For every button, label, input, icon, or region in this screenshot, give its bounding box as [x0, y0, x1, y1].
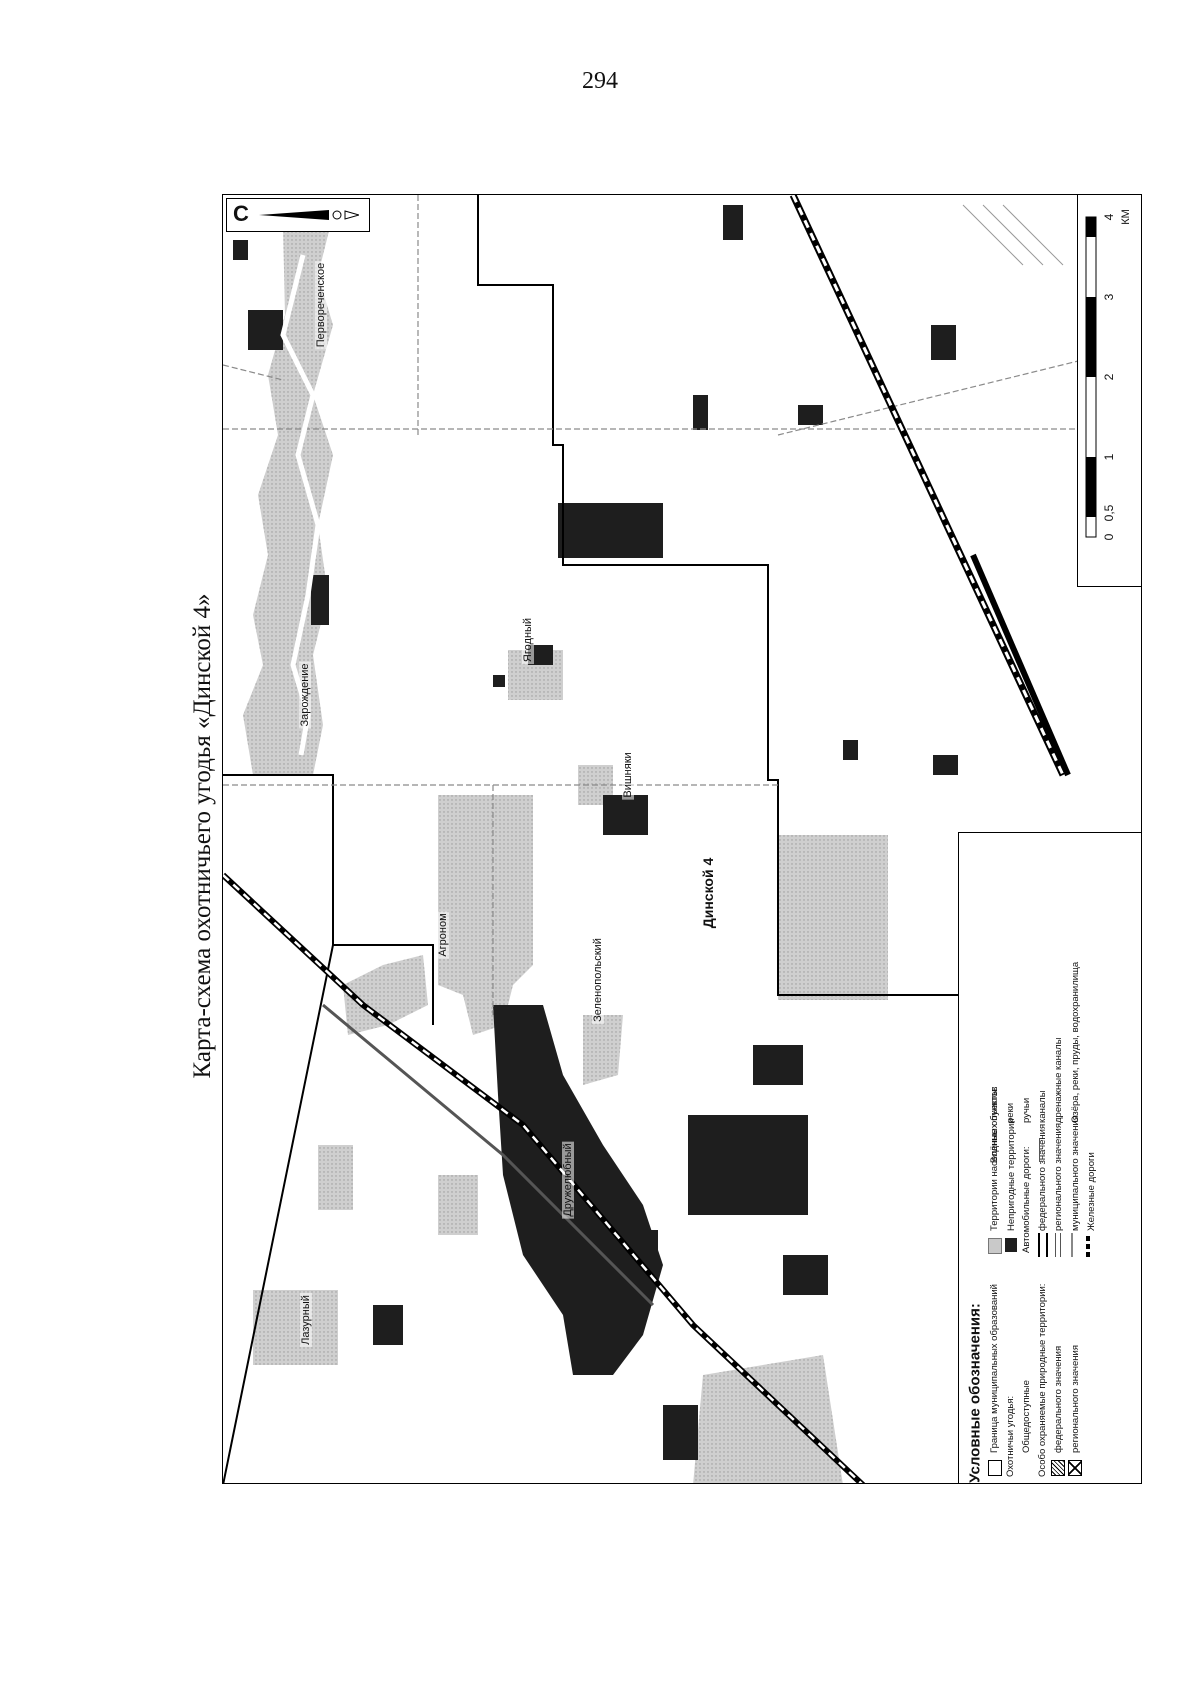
municipal-roads — [223, 195, 1141, 1015]
municipal-road-symbol — [1071, 1233, 1073, 1257]
scale-tick: 1 — [1102, 453, 1116, 461]
legend-item: ручьи — [1021, 1097, 1032, 1123]
scale-bar-graphic — [1085, 216, 1097, 538]
scale-unit: КМ — [1120, 209, 1132, 225]
railway-symbol — [1086, 1233, 1090, 1257]
settlement-territories — [243, 215, 888, 1483]
settlement-label: Вишняки — [622, 750, 634, 800]
legend-item: Особо охраняемые природные территории: — [1037, 1283, 1048, 1477]
canal-symbol — [1039, 1138, 1040, 1162]
legend: Условные обозначения: Граница муниципаль… — [958, 832, 1141, 1483]
scale-tick: 2 — [1102, 373, 1116, 381]
legend-item: федерального значения — [1053, 1345, 1064, 1453]
north-arrow-icon — [259, 210, 359, 220]
boundary-symbol — [988, 1460, 1002, 1476]
settlement-label: Лазурный — [300, 1293, 312, 1347]
north-arrow: С — [226, 198, 370, 232]
legend-item: Водные объекты: — [989, 1086, 1000, 1163]
municipal-boundaries — [223, 195, 1013, 1483]
settlement-symbol — [988, 1238, 1002, 1254]
north-label: С — [233, 201, 249, 226]
legend-item: дренажные каналы — [1053, 1037, 1064, 1123]
regional-protected-symbol — [1068, 1460, 1082, 1476]
legend-item: Общедоступные — [1021, 1380, 1032, 1453]
settlement-label: Зеленопольский — [592, 936, 604, 1024]
page-number: 294 — [582, 68, 618, 94]
legend-item: каналы — [1037, 1090, 1048, 1123]
federal-protected-symbol — [1051, 1460, 1065, 1476]
railway-and-federal-road — [223, 195, 1071, 1483]
legend-item: муниципального значения — [1070, 1115, 1081, 1231]
unsuitable-symbol — [1005, 1238, 1017, 1252]
scale-tick: 4 — [1102, 213, 1116, 221]
legend-title: Условные обозначения: — [966, 1303, 984, 1483]
federal-road-symbol — [1038, 1233, 1048, 1257]
settlement-label: Ягодный — [522, 615, 534, 665]
scale-tick: 0,5 — [1102, 504, 1116, 522]
scale-bar: 0 0,5 1 2 3 4 КМ — [1077, 195, 1141, 587]
legend-item: регионального значения — [1070, 1345, 1081, 1453]
legend-item: Озёра, реки, пруды, водохранилища — [1070, 961, 1081, 1123]
scale-tick: 3 — [1102, 293, 1116, 301]
legend-item: реки — [1005, 1102, 1016, 1123]
legend-item: регионального значения — [1053, 1123, 1064, 1231]
map-frame: С Первореченское Зарождение Ягодный Вишн… — [222, 194, 1142, 1484]
legend-item: Железные дороги — [1086, 1152, 1097, 1231]
hunting-area-label: Динской 4 — [700, 857, 716, 929]
legend-item: Автомобильные дороги: — [1021, 1146, 1032, 1253]
regional-road-symbol — [1055, 1233, 1061, 1257]
legend-item: Граница муниципальных образований — [989, 1284, 1000, 1453]
protected-area — [962, 204, 1064, 266]
unsuitable-territories — [233, 205, 958, 1460]
scale-tick: 0 — [1102, 533, 1116, 541]
settlement-label: Дружелюбный — [562, 1141, 574, 1219]
settlement-label: Зарождение — [299, 661, 311, 729]
page-title: Карта-схема охотничьего угодья «Динской … — [189, 593, 216, 1079]
legend-item: Охотничьи угодья: — [1005, 1395, 1016, 1477]
legend-item: Непригодные территории — [1006, 1118, 1017, 1231]
map-canvas — [223, 195, 1141, 1483]
settlement-label: Первореченское — [315, 260, 327, 350]
settlement-label: Агроном — [437, 911, 449, 959]
